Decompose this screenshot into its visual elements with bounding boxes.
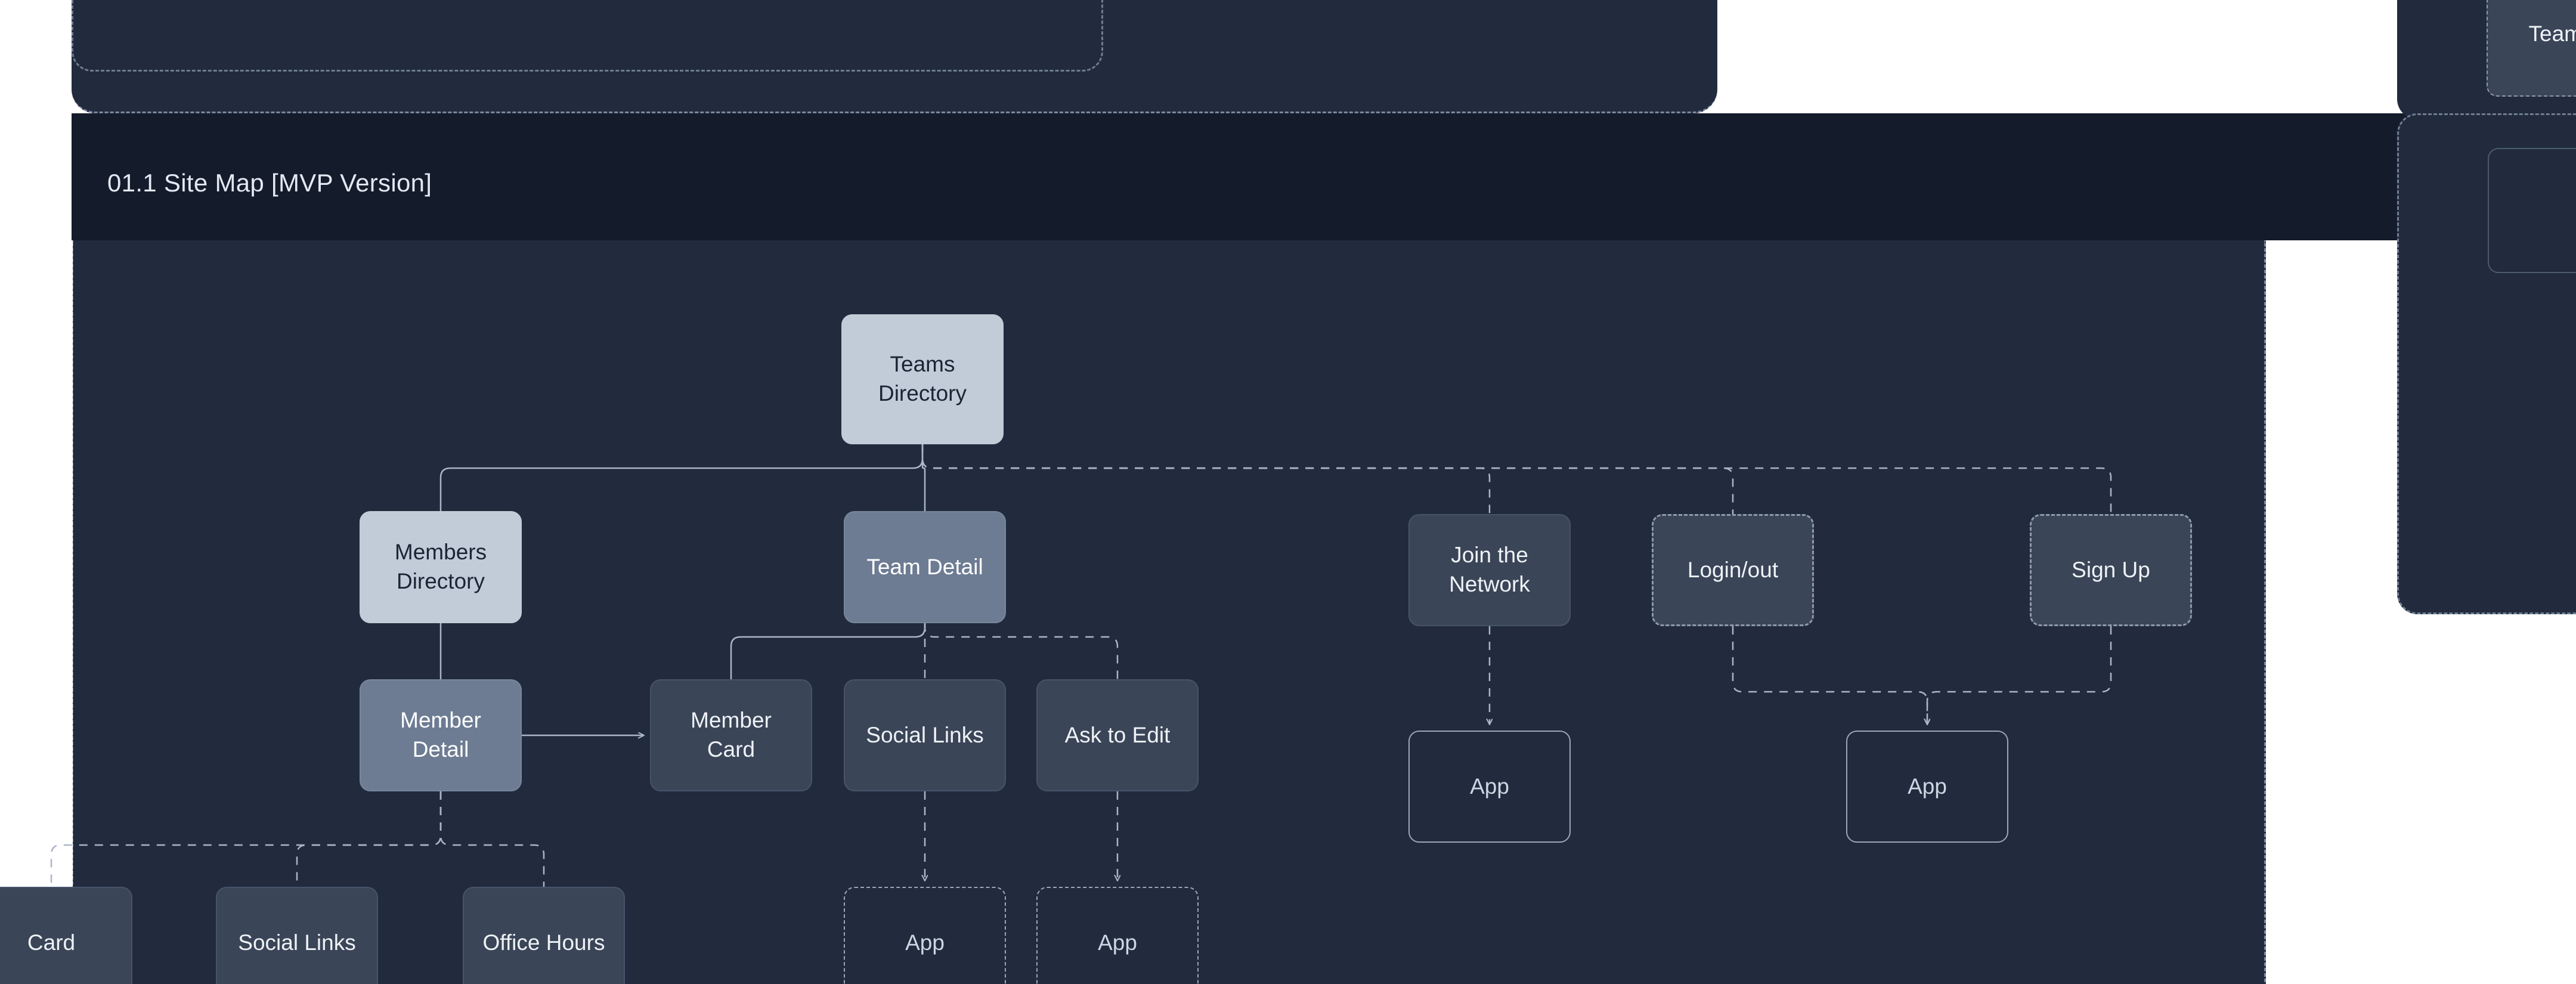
left-gutter xyxy=(0,240,73,984)
node-login-out[interactable]: Login/out xyxy=(1652,514,1814,626)
node-sign-up[interactable]: Sign Up xyxy=(2030,514,2192,626)
side-card-side-empty-card[interactable] xyxy=(2488,148,2576,273)
node-app-social-team[interactable]: App xyxy=(844,887,1006,984)
title-band xyxy=(72,113,2576,240)
node-members-directory[interactable]: Members Directory xyxy=(360,511,522,623)
node-app-login[interactable]: App xyxy=(1846,731,2008,843)
side-card-side-teams-card[interactable]: Teams xyxy=(2487,0,2576,97)
node-join-the-network[interactable]: Join the Network xyxy=(1408,514,1571,626)
frame-above-inner xyxy=(72,0,1103,72)
node-member-card[interactable]: Member Card xyxy=(650,679,812,791)
page-title: 01.1 Site Map [MVP Version] xyxy=(107,169,432,197)
node-member-detail[interactable]: Member Detail xyxy=(360,679,522,791)
node-app-ask-to-edit[interactable]: App xyxy=(1036,887,1199,984)
node-social-links-member[interactable]: Social Links xyxy=(216,887,378,984)
node-office-hours[interactable]: Office Hours xyxy=(463,887,625,984)
node-social-links-team[interactable]: Social Links xyxy=(844,679,1006,791)
node-app-join[interactable]: App xyxy=(1408,731,1571,843)
node-member-card-bottom[interactable]: Card xyxy=(0,887,132,984)
node-ask-to-edit[interactable]: Ask to Edit xyxy=(1036,679,1199,791)
node-team-detail[interactable]: Team Detail xyxy=(844,511,1006,623)
node-teams-directory[interactable]: Teams Directory xyxy=(841,314,1004,444)
